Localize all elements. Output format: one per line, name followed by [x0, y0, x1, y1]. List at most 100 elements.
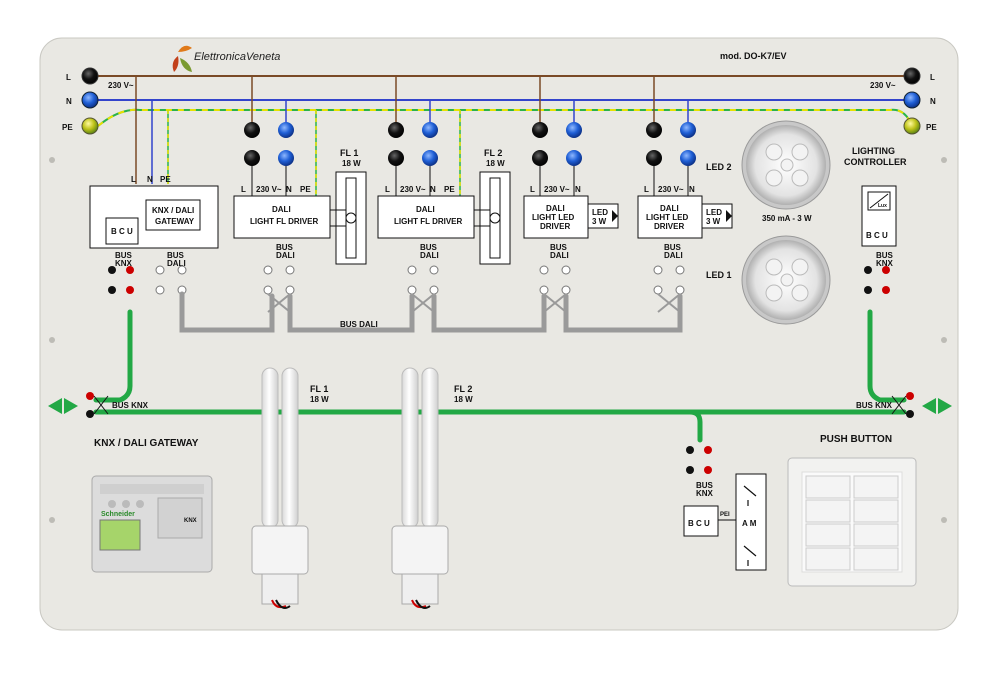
driver-led-1-bus2: DALI	[550, 251, 569, 260]
driver-led-2	[637, 76, 733, 239]
bottom-gateway-title: KNX / DALI GATEWAY	[94, 438, 199, 449]
driver-fl-2-line1: DALI	[416, 205, 435, 214]
push-bus-2: KNX	[696, 489, 714, 498]
driver-fl-1-v: 230 V~	[256, 185, 282, 194]
fl-lamp-1	[251, 367, 309, 609]
driver-fl-1-n: N	[286, 185, 292, 194]
driver-fl-2-bus2: DALI	[420, 251, 439, 260]
driver-led-2-out1: LED	[706, 208, 722, 217]
rail-label-n-left: N	[66, 97, 72, 106]
driver-fl-1-line1: DALI	[272, 205, 291, 214]
lighting-controller-lux: Lux	[878, 203, 887, 209]
brand-name: ElettronicaVeneta	[194, 51, 280, 63]
led-1-label: LED 1	[706, 270, 732, 280]
driver-led-1-bus1: BUS	[550, 243, 568, 252]
fl-lamp-2-power: 18 W	[454, 395, 473, 404]
rail-label-pe-right: PE	[926, 123, 937, 132]
gateway-title: KNX / DALI	[152, 206, 194, 215]
driver-led-2-line2: LIGHT LED	[646, 213, 688, 222]
mounting-holes	[49, 157, 947, 523]
lighting-controller-bus2: KNX	[876, 259, 894, 268]
led-spec-label: 350 mA - 3 W	[762, 214, 812, 223]
driver-fl-1-dali-terminals[interactable]	[263, 265, 295, 295]
push-bcu: B C U	[688, 519, 710, 528]
driver-fl-1-bus1: BUS	[276, 243, 294, 252]
driver-led-2-n: N	[689, 185, 695, 194]
driver-fl-1-pe: PE	[300, 185, 311, 194]
rail-voltage-right: 230 V~	[870, 81, 896, 90]
bus-knx-arrows	[48, 398, 952, 414]
fl-top-2-power: 18 W	[486, 159, 505, 168]
rail-label-n-right: N	[930, 97, 936, 106]
driver-fl-2-n: N	[430, 185, 436, 194]
fl-top-1-power: 18 W	[342, 159, 361, 168]
push-button-title: PUSH BUTTON	[820, 434, 892, 445]
gateway-bus-knx-1: BUS	[115, 251, 133, 260]
lighting-controller-box	[861, 185, 897, 247]
gateway-knx-terminals[interactable]	[108, 266, 134, 294]
bus-knx-terminals-left[interactable]	[86, 392, 109, 418]
bus-dali-label: BUS DALI	[340, 320, 378, 329]
push-button-device[interactable]	[787, 457, 917, 587]
driver-led-2-v: 230 V~	[658, 185, 684, 194]
driver-led-2-bus1: BUS	[664, 243, 682, 252]
driver-led-2-line1: DALI	[660, 204, 679, 213]
push-bcu-block	[683, 446, 767, 571]
rail-label-l-right: L	[930, 73, 935, 82]
driver-led-1-v: 230 V~	[544, 185, 570, 194]
gateway-box	[89, 76, 219, 249]
driver-led-1-line3: DRIVER	[540, 222, 570, 231]
gateway-n: N	[147, 175, 153, 184]
driver-led-1-out1: LED	[592, 208, 608, 217]
driver-led-2-dali-terminals[interactable]	[653, 265, 685, 295]
model-label: mod. DO-K7/EV	[720, 51, 787, 61]
brand-logo-icon	[172, 45, 192, 72]
bus-dali-crosses	[267, 293, 681, 313]
led-1-lamp	[741, 235, 831, 325]
gateway-pe: PE	[160, 175, 171, 184]
gateway-subtitle: GATEWAY	[155, 217, 195, 226]
driver-led-1	[523, 76, 619, 239]
driver-fl-1-line2: LIGHT FL DRIVER	[250, 217, 319, 226]
lighting-controller-bcu: B C U	[866, 231, 888, 240]
bus-knx-left-label: BUS KNX	[112, 401, 149, 410]
led-2-label: LED 2	[706, 162, 732, 172]
driver-led-2-out2: 3 W	[706, 217, 721, 226]
gateway-device	[91, 475, 213, 573]
led-2-lamp	[741, 120, 831, 210]
fl-top-2-name: FL 2	[484, 148, 502, 158]
gateway-dali-terminals[interactable]	[155, 265, 187, 295]
gateway-bus-knx-2: KNX	[115, 259, 133, 268]
fl-lamp-2-name: FL 2	[454, 384, 472, 394]
driver-led-1-n: N	[575, 185, 581, 194]
driver-led-1-line2: LIGHT LED	[532, 213, 574, 222]
lighting-controller-title-2: CONTROLLER	[844, 157, 907, 167]
lighting-controller-knx-terminals[interactable]	[864, 266, 890, 294]
driver-fl-2-line2: LIGHT FL DRIVER	[394, 217, 463, 226]
driver-fl-2-pe: PE	[444, 185, 455, 194]
bus-knx-right-label: BUS KNX	[856, 401, 893, 410]
fl-lamp-1-power: 18 W	[310, 395, 329, 404]
fl-top-1-name: FL 1	[340, 148, 358, 158]
push-am: A M	[742, 519, 757, 528]
driver-led-2-l: L	[644, 185, 649, 194]
driver-led-2-line3: DRIVER	[654, 222, 684, 231]
rail-sockets-left[interactable]	[81, 67, 99, 135]
lighting-controller-title-1: LIGHTING	[852, 146, 895, 156]
driver-led-1-out2: 3 W	[592, 217, 607, 226]
fl-lamp-2	[391, 367, 449, 609]
driver-fl-2-v: 230 V~	[400, 185, 426, 194]
rail-label-l-left: L	[66, 73, 71, 82]
lighting-controller-bus1: BUS	[876, 251, 894, 260]
gateway-device-brand: Schneider	[101, 511, 135, 518]
gateway-device-knx: KNX	[184, 518, 197, 524]
driver-fl-2-dali-terminals[interactable]	[407, 265, 439, 295]
fl-lamp-1-name: FL 1	[310, 384, 328, 394]
gateway-bus-dali-1: BUS	[167, 251, 185, 260]
bus-knx-terminals-right[interactable]	[891, 392, 914, 418]
driver-fl-1-bus2: DALI	[276, 251, 295, 260]
rail-voltage-left: 230 V~	[108, 81, 134, 90]
rail-label-pe-left: PE	[62, 123, 73, 132]
rail-sockets-right[interactable]	[903, 67, 921, 135]
